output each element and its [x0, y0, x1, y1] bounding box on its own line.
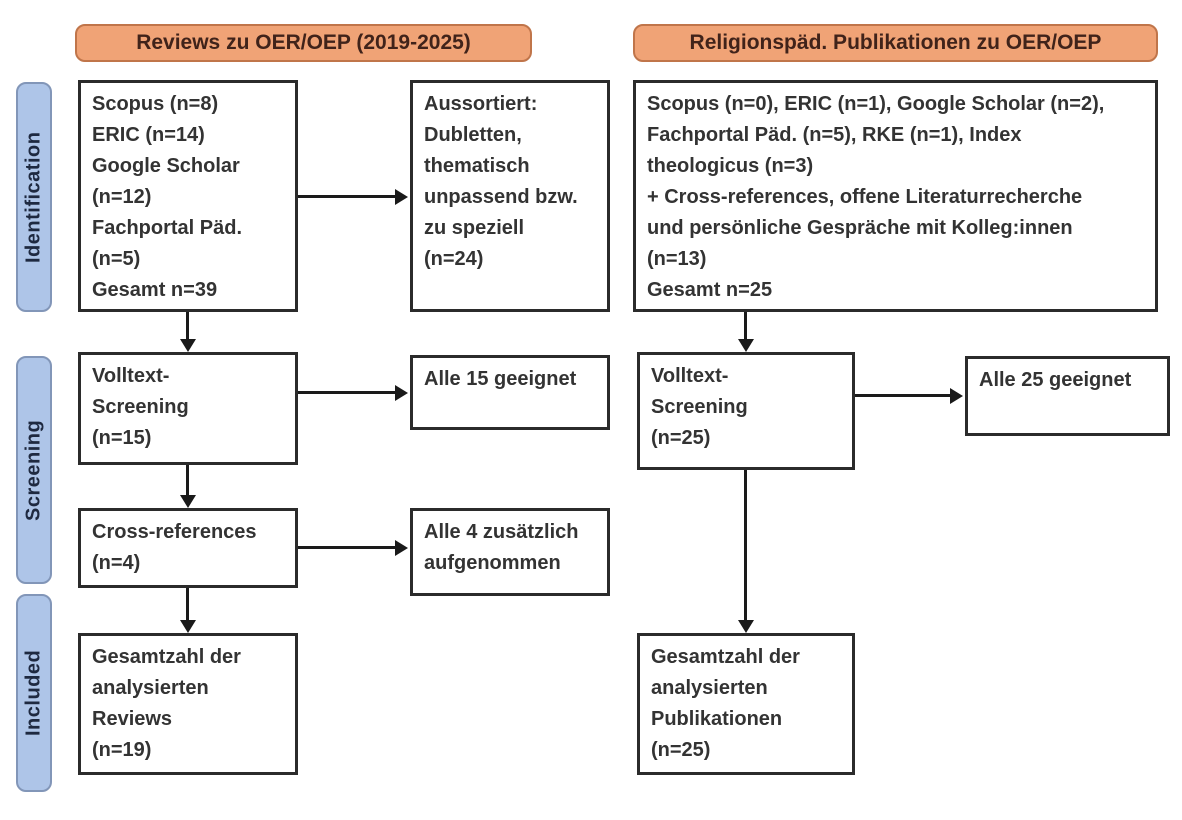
box-right-fulltext-result: Alle 25 geeignet — [965, 356, 1170, 436]
arrow-left-identification-to-excluded — [298, 195, 396, 198]
box-right-fulltext-result-text: Alle 25 geeignet — [979, 369, 1132, 391]
box-left-fulltext-result: Alle 15 geeignet — [410, 355, 610, 430]
arrow-right-fulltext-to-result — [855, 394, 951, 397]
box-right-identification-sources: Scopus (n=0), ERIC (n=1), Google Scholar… — [633, 80, 1158, 312]
box-left-excluded-text: Aussortiert: Dubletten, thematisch unpas… — [424, 93, 578, 270]
box-left-crossreferences-result-text: Alle 4 zusätzlich aufgenommen — [424, 521, 579, 574]
box-left-crossreferences-text: Cross-references (n=4) — [92, 521, 257, 574]
box-left-fulltext-screening: Volltext- Screening (n=15) — [78, 352, 298, 465]
arrow-left-fulltext-to-result — [298, 391, 396, 394]
box-right-fulltext-screening: Volltext- Screening (n=25) — [637, 352, 855, 470]
column-header-reviews: Reviews zu OER/OEP (2019-2025) — [75, 24, 532, 62]
arrow-left-identification-to-fulltext — [186, 312, 189, 340]
box-left-crossreferences: Cross-references (n=4) — [78, 508, 298, 588]
arrow-right-identification-to-fulltext — [744, 312, 747, 340]
stage-label-identification: Identification — [16, 82, 52, 312]
box-left-excluded: Aussortiert: Dubletten, thematisch unpas… — [410, 80, 610, 312]
box-right-included-total: Gesamtzahl der analysierten Publikatione… — [637, 633, 855, 775]
box-left-included-total-text: Gesamtzahl der analysierten Reviews (n=1… — [92, 646, 241, 761]
arrow-right-fulltext-to-included — [744, 470, 747, 621]
box-left-identification-sources-text: Scopus (n=8) ERIC (n=14) Google Scholar … — [92, 93, 243, 301]
box-left-identification-sources: Scopus (n=8) ERIC (n=14) Google Scholar … — [78, 80, 298, 312]
column-header-religionspaed: Religionspäd. Publikationen zu OER/OEP — [633, 24, 1158, 62]
stage-label-screening: Screening — [16, 356, 52, 584]
arrow-left-crossreferences-to-included — [186, 588, 189, 621]
box-right-identification-sources-text: Scopus (n=0), ERIC (n=1), Google Scholar… — [647, 93, 1105, 301]
arrow-left-fulltext-to-crossreferences — [186, 465, 189, 496]
box-left-included-total: Gesamtzahl der analysierten Reviews (n=1… — [78, 633, 298, 775]
box-right-fulltext-screening-text: Volltext- Screening (n=25) — [651, 365, 748, 449]
stage-label-included: Included — [16, 594, 52, 792]
box-right-included-total-text: Gesamtzahl der analysierten Publikatione… — [651, 646, 800, 761]
box-left-crossreferences-result: Alle 4 zusätzlich aufgenommen — [410, 508, 610, 596]
arrow-left-crossreferences-to-result — [298, 546, 396, 549]
box-left-fulltext-result-text: Alle 15 geeignet — [424, 368, 577, 390]
box-left-fulltext-screening-text: Volltext- Screening (n=15) — [92, 365, 189, 449]
